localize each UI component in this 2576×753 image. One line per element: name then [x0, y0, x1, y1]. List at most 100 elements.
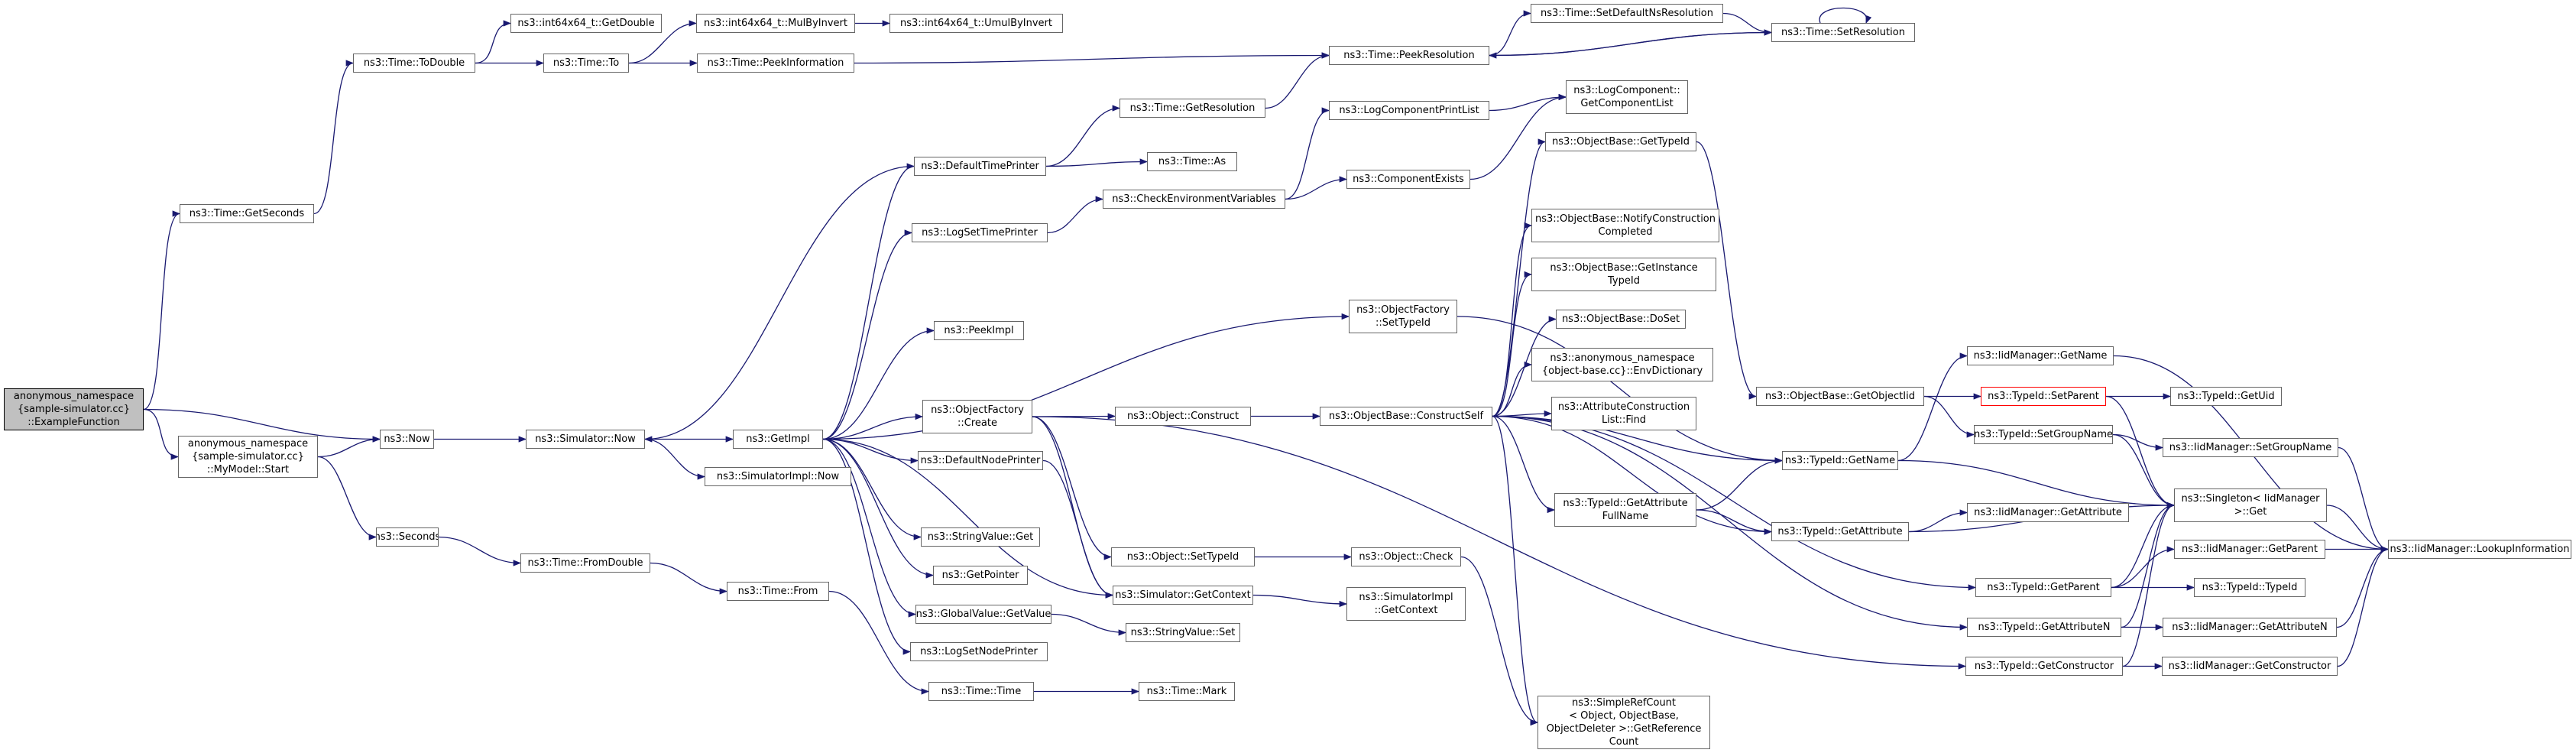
call-edge — [143, 408, 381, 443]
call-edge — [644, 438, 706, 480]
node-time-to[interactable]: ns3::Time::To — [543, 54, 629, 73]
call-edge — [313, 60, 355, 215]
node-time-from-double[interactable]: ns3::Time::FromDouble — [520, 553, 650, 573]
call-edge — [1032, 416, 1113, 560]
node-time-get-seconds[interactable]: ns3::Time::GetSeconds — [180, 204, 314, 223]
node-iidmanager-get-attribute[interactable]: ns3::IidManager::GetAttribute — [1967, 503, 2129, 522]
node-log-set-time-printer[interactable]: ns3::LogSetTimePrinter — [912, 223, 1048, 242]
node-seconds[interactable]: ns3::Seconds — [376, 527, 439, 547]
node-simple-ref-count-get-reference-count[interactable]: ns3::SimpleRefCount < Object, ObjectBase… — [1537, 696, 1710, 749]
node-objectbase-construct-self[interactable]: ns3::ObjectBase::ConstructSelf — [1320, 407, 1492, 426]
node-iidmanager-get-parent[interactable]: ns3::IidManager::GetParent — [2174, 540, 2325, 559]
node-time-peek-information[interactable]: ns3::Time::PeekInformation — [697, 54, 854, 73]
call-edge — [1051, 613, 1127, 636]
node-time-time[interactable]: ns3::Time::Time — [928, 682, 1034, 701]
call-edge — [1722, 12, 1773, 36]
call-edge — [1492, 415, 1556, 514]
node-log-component-get-component-list[interactable]: ns3::LogComponent:: GetComponentList — [1566, 80, 1688, 114]
node-iidmanager-lookup-information[interactable]: ns3::IidManager::LookupInformation — [2388, 540, 2571, 559]
node-time-from[interactable]: ns3::Time::From — [727, 582, 829, 601]
node-objectbase-get-object-iid[interactable]: ns3::ObjectBase::GetObjectIid — [1756, 387, 1924, 406]
node-int64x64-mul-by-invert[interactable]: ns3::int64x64_t::MulByInvert — [696, 14, 855, 33]
node-int64x64-get-double[interactable]: ns3::int64x64_t::GetDouble — [510, 14, 662, 33]
node-typeid-typeid[interactable]: ns3::TypeId::TypeId — [2194, 578, 2305, 597]
node-typeid-get-constructor[interactable]: ns3::TypeId::GetConstructor — [1965, 657, 2123, 676]
node-typeid-set-parent[interactable]: ns3::TypeId::SetParent — [1981, 387, 2106, 406]
node-simulator-get-context[interactable]: ns3::Simulator::GetContext — [1113, 586, 1253, 605]
call-edge — [2336, 546, 2390, 628]
node-default-time-printer[interactable]: ns3::DefaultTimePrinter — [914, 157, 1046, 176]
node-time-peek-resolution[interactable]: ns3::Time::PeekResolution — [1329, 46, 1489, 65]
call-edge — [822, 438, 935, 579]
node-int64x64-umul-by-invert[interactable]: ns3::int64x64_t::UmulByInvert — [889, 14, 1063, 33]
call-edge — [650, 562, 728, 595]
call-edge — [1897, 352, 1968, 462]
node-objectfactory-set-type-id[interactable]: ns3::ObjectFactory ::SetTypeId — [1349, 300, 1457, 333]
call-edge — [1045, 105, 1121, 167]
node-object-set-type-id[interactable]: ns3::Object::SetTypeId — [1111, 547, 1255, 566]
node-now[interactable]: ns3::Now — [380, 430, 434, 449]
node-typeid-set-group-name[interactable]: ns3::TypeId::SetGroupName — [1974, 425, 2113, 444]
node-component-exists[interactable]: ns3::ComponentExists — [1346, 170, 1470, 189]
call-edge — [2111, 546, 2176, 589]
call-edge — [822, 438, 912, 655]
node-simulator-impl-get-context[interactable]: ns3::SimulatorImpl ::GetContext — [1346, 587, 1466, 621]
call-edge — [143, 408, 180, 460]
node-iidmanager-get-constructor[interactable]: ns3::IidManager::GetConstructor — [2162, 657, 2338, 676]
node-simulator-impl-now[interactable]: ns3::SimulatorImpl::Now — [705, 467, 851, 486]
call-edge — [822, 438, 917, 618]
node-peek-impl[interactable]: ns3::PeekImpl — [934, 321, 1024, 340]
node-objectbase-notify-construction-completed[interactable]: ns3::ObjectBase::NotifyConstruction Comp… — [1531, 209, 1719, 242]
call-edge — [438, 536, 522, 566]
call-edge — [822, 438, 922, 540]
node-log-set-node-printer[interactable]: ns3::LogSetNodePrinter — [910, 642, 1048, 661]
node-object-construct[interactable]: ns3::Object::Construct — [1115, 407, 1251, 426]
call-edge — [475, 20, 512, 64]
node-time-set-default-ns-resolution[interactable]: ns3::Time::SetDefaultNsResolution — [1531, 4, 1723, 23]
node-check-environment-variables[interactable]: ns3::CheckEnvironmentVariables — [1103, 190, 1285, 209]
node-time-as[interactable]: ns3::Time::As — [1147, 152, 1237, 171]
call-edge — [1285, 176, 1348, 200]
node-objectbase-get-instance-type-id[interactable]: ns3::ObjectBase::GetInstance TypeId — [1531, 258, 1716, 291]
node-object-check[interactable]: ns3::Object::Check — [1351, 547, 1461, 566]
call-edge — [1489, 93, 1567, 112]
node-get-pointer[interactable]: ns3::GetPointer — [933, 566, 1028, 585]
call-edge — [1819, 7, 1872, 24]
node-objectbase-do-set[interactable]: ns3::ObjectBase::DoSet — [1556, 310, 1686, 329]
call-edge — [822, 438, 1114, 599]
node-default-node-printer[interactable]: ns3::DefaultNodePrinter — [918, 451, 1043, 470]
node-singleton-iidmanager-get[interactable]: ns3::Singleton< IidManager >::Get — [2174, 488, 2327, 522]
node-stringvalue-set[interactable]: ns3::StringValue::Set — [1126, 623, 1240, 642]
node-log-component-print-list[interactable]: ns3::LogComponentPrintList — [1329, 101, 1489, 120]
node-objectfactory-create[interactable]: ns3::ObjectFactory ::Create — [922, 400, 1032, 433]
node-globalvalue-get-value[interactable]: ns3::GlobalValue::GetValue — [915, 605, 1051, 624]
node-iidmanager-set-group-name[interactable]: ns3::IidManager::SetGroupName — [2163, 438, 2338, 457]
node-env-dictionary[interactable]: ns3::anonymous_namespace {object-base.cc… — [1531, 348, 1713, 381]
call-edge — [1460, 556, 1539, 726]
node-time-get-resolution[interactable]: ns3::Time::GetResolution — [1120, 99, 1265, 118]
node-iidmanager-get-name[interactable]: ns3::IidManager::GetName — [1967, 346, 2114, 365]
node-stringvalue-get[interactable]: ns3::StringValue::Get — [921, 527, 1040, 547]
call-edge — [1285, 107, 1330, 200]
node-typeid-get-name[interactable]: ns3::TypeId::GetName — [1782, 451, 1898, 470]
node-get-impl[interactable]: ns3::GetImpl — [733, 430, 823, 449]
node-attribute-construction-list-find[interactable]: ns3::AttributeConstruction List::Find — [1551, 397, 1696, 430]
call-edge — [1047, 196, 1104, 234]
node-time-to-double[interactable]: ns3::Time::ToDouble — [353, 54, 475, 73]
node-typeid-get-attribute-full-name[interactable]: ns3::TypeId::GetAttribute FullName — [1554, 493, 1696, 527]
node-time-mark[interactable]: ns3::Time::Mark — [1139, 682, 1235, 701]
node-typeid-get-uid[interactable]: ns3::TypeId::GetUid — [2170, 387, 2282, 406]
call-edge — [822, 313, 1350, 440]
node-mymodel-start[interactable]: anonymous_namespace {sample-simulator.cc… — [178, 436, 318, 478]
call-edge — [2105, 395, 2176, 509]
node-objectbase-get-type-id[interactable]: ns3::ObjectBase::GetTypeId — [1545, 132, 1696, 151]
node-iidmanager-get-attribute-n[interactable]: ns3::IidManager::GetAttributeN — [2163, 618, 2337, 637]
call-edge — [317, 436, 381, 458]
node-typeid-get-attribute[interactable]: ns3::TypeId::GetAttribute — [1771, 522, 1909, 541]
node-typeid-get-parent[interactable]: ns3::TypeId::GetParent — [1975, 578, 2111, 597]
node-simulator-now[interactable]: ns3::Simulator::Now — [526, 430, 645, 449]
node-time-set-resolution[interactable]: ns3::Time::SetResolution — [1771, 23, 1915, 42]
node-typeid-get-attribute-n[interactable]: ns3::TypeId::GetAttributeN — [1967, 618, 2121, 637]
call-edge — [1032, 416, 1114, 599]
